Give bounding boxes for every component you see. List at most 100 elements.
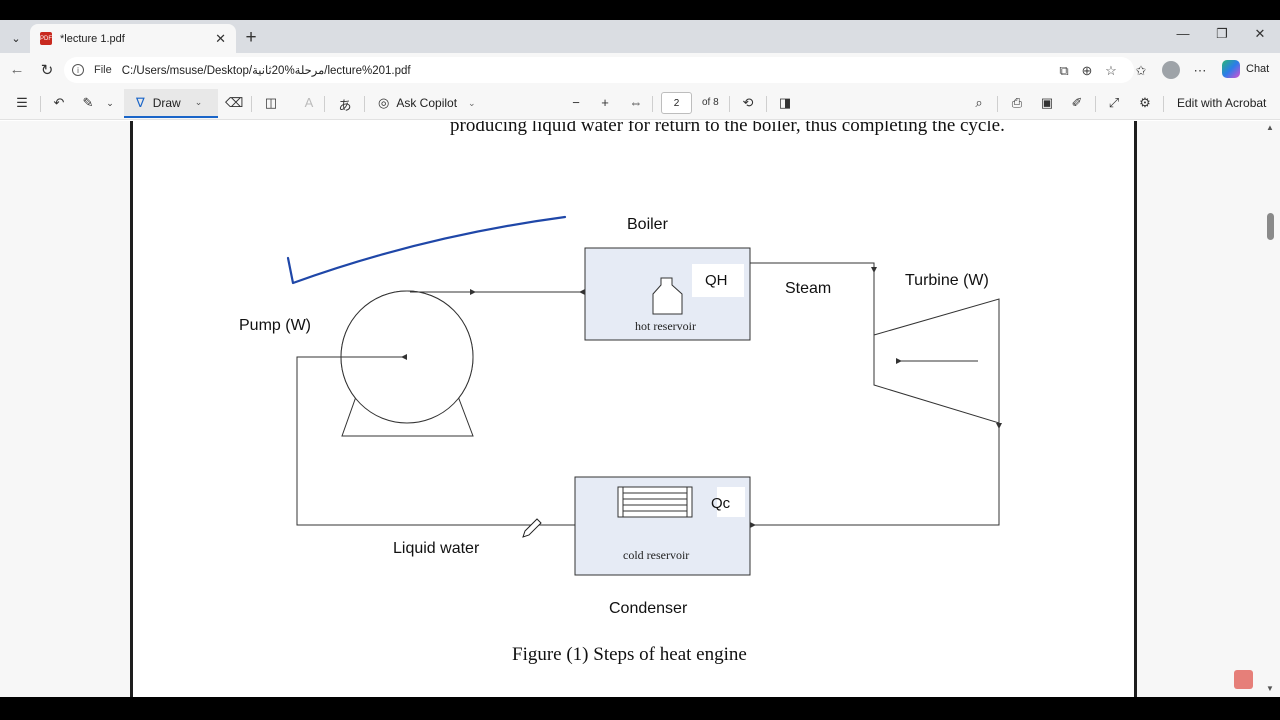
ask-copilot-label: Ask Copilot [396,96,458,110]
undo-icon[interactable]: ↶ [53,95,65,110]
turbine-label: Turbine (W) [905,272,989,289]
radiator-icon [617,486,693,518]
minimize-button[interactable]: — [1176,26,1190,41]
divider [364,96,365,112]
print-icon[interactable]: ⎙ [1011,95,1023,110]
eraser-icon[interactable]: ⌫ [225,95,244,110]
highlight-icon[interactable]: ✎ [82,95,94,110]
rotate-icon[interactable]: ⟲ [742,95,754,110]
new-tab-button[interactable]: + [245,27,257,48]
arrow-head [750,522,756,528]
taskbar [0,697,1280,720]
condenser-label: Condenser [609,600,688,617]
pdf-toolbar: ☰ ↶ ✎ ⌄ ∇ Draw ⌄ ⌫ ◫ A あ ◎ Ask Copilot ⌄… [0,87,1280,120]
divider [1095,96,1096,112]
zoom-icon[interactable]: ⊕ [1081,63,1093,78]
copilot-icon [1222,60,1240,78]
figure-caption: Figure (1) Steps of heat engine [512,644,747,665]
page-number-input[interactable]: 2 [661,92,692,114]
vertical-scrollbar[interactable]: ▲ ▼ [1262,121,1280,697]
page-body-text: producing liquid water for return to the… [450,121,1005,136]
search-icon[interactable]: ⌕ [975,95,983,110]
pump-label: Pump (W) [239,317,311,334]
zoom-out-icon[interactable]: − [572,95,580,110]
arrow-head [401,354,407,360]
ask-copilot-button[interactable]: ◎ Ask Copilot ⌄ [378,95,476,111]
divider [729,96,730,112]
chevron-down-icon: ⌄ [468,97,476,108]
heat-engine-diagram: Boiler QH hot reservoir Steam Turbine (W… [239,215,1002,665]
divider [652,96,653,112]
steam-line [750,262,875,335]
copilot-chat-button[interactable]: Chat [1222,60,1269,78]
profile-avatar[interactable] [1162,61,1180,79]
scroll-down-icon[interactable]: ▼ [1266,684,1274,693]
turbine-to-condenser-line [750,423,1000,526]
restore-button[interactable]: ❐ [1216,26,1228,41]
divider [40,96,41,112]
flask-icon [652,277,683,315]
close-tab-icon[interactable]: ✕ [215,30,226,46]
hot-reservoir-label: hot reservoir [635,319,696,333]
save-as-icon[interactable]: ✐ [1071,95,1083,110]
favorites-icon[interactable]: ✩ [1135,63,1147,78]
back-button[interactable]: ← [9,61,25,78]
url-scheme: File [94,64,112,76]
divider [1163,96,1164,112]
immersive-reader-icon[interactable]: ⧉ [1059,63,1069,78]
browser-window: ⌄ PDF *lecture 1.pdf ✕ + — ❐ ✕ ← ↻ i Fil… [0,20,1280,697]
page-total: of 8 [702,97,719,108]
site-info-icon[interactable]: i [72,64,84,76]
cold-reservoir-label: cold reservoir [623,548,689,562]
arrow-head [579,289,585,295]
tab-actions-menu[interactable]: ⌄ [11,32,21,45]
arrow-head [470,289,476,295]
qc-label: Qc [711,495,731,512]
more-options-icon[interactable]: ⋯ [1193,63,1207,78]
liquid-water-label: Liquid water [393,540,480,557]
ink-annotation[interactable] [286,215,567,285]
steam-label: Steam [785,280,831,297]
refresh-button[interactable]: ↻ [40,62,54,79]
tab-title: *lecture 1.pdf [60,32,125,45]
draw-label: Draw [152,95,181,110]
text-box-icon[interactable]: ◫ [264,95,278,110]
divider [251,96,252,112]
chevron-down-icon: ⌄ [194,97,203,107]
zoom-in-icon[interactable]: + [601,95,609,110]
contents-list-icon[interactable]: ☰ [16,95,28,110]
pdf-page: producing liquid water for return to the… [130,121,1137,697]
divider [324,96,325,112]
pen-icon: ∇ [136,94,145,110]
url-text: C:/Users/msuse/Desktop/مرحلة%20ثانية/lec… [121,65,411,77]
url-field[interactable]: i File C:/Users/msuse/Desktop/مرحلة%20ثا… [64,57,1134,83]
page-view-icon[interactable]: ◨ [778,95,792,110]
fullscreen-icon[interactable]: ⤢ [1108,95,1120,110]
translate-icon[interactable]: あ [338,98,352,113]
fit-page-icon[interactable]: ⇔ [629,95,643,110]
tab-lecture-pdf[interactable]: PDF *lecture 1.pdf ✕ [30,24,236,53]
pdf-icon: PDF [40,32,52,45]
favorite-star-icon[interactable]: ☆ [1105,63,1117,78]
save-icon[interactable]: ▣ [1040,95,1054,110]
edit-with-acrobat-button[interactable]: Edit with Acrobat [1177,96,1267,110]
read-aloud-icon[interactable]: A [304,95,314,110]
qh-label-bg [692,264,744,297]
scrollbar-thumb[interactable] [1267,213,1274,240]
address-bar: ← ↻ i File C:/Users/msuse/Desktop/مرحلة%… [0,53,1280,87]
settings-gear-icon[interactable]: ⚙ [1139,95,1151,110]
arrow-head [896,358,902,364]
arrow-head [871,267,877,273]
acrobat-floating-icon[interactable] [1234,670,1253,689]
close-window-button[interactable]: ✕ [1254,26,1266,41]
tab-strip: ⌄ PDF *lecture 1.pdf ✕ + — ❐ ✕ [0,20,1280,53]
scroll-up-icon[interactable]: ▲ [1266,123,1274,132]
qc-label-bg [717,487,745,517]
highlight-caret-icon[interactable]: ⌄ [106,98,114,108]
divider [766,96,767,112]
copilot-icon: ◎ [378,95,390,110]
liquid-water-line [296,356,575,526]
draw-button[interactable]: ∇ Draw ⌄ [124,89,218,118]
qh-label: QH [705,272,728,289]
boiler-label: Boiler [627,216,669,233]
